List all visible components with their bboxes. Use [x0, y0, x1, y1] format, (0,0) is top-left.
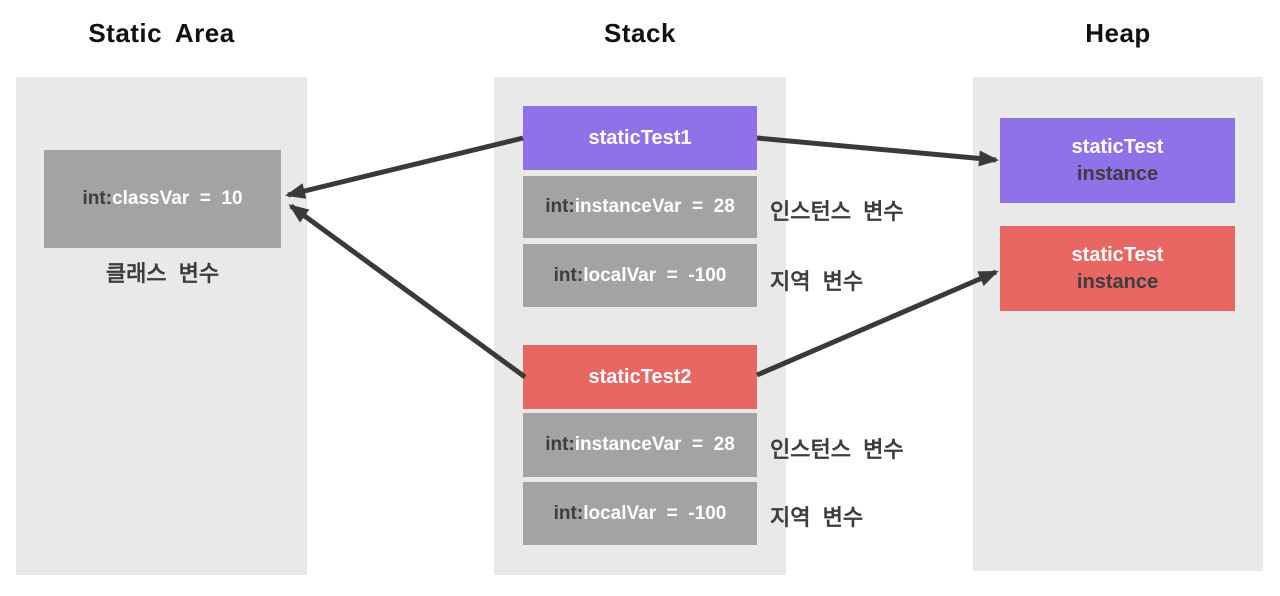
class-var-type: int:	[82, 188, 113, 209]
stack-frame-statictest1: staticTest1	[523, 106, 757, 170]
local-var-box-1: int:localVar = -100	[523, 244, 757, 307]
arrow-statictest1-to-classvar	[285, 135, 524, 199]
static-area-title: Static Area	[88, 18, 235, 48]
instance-var-label-2: 인스턴스 변수	[770, 437, 904, 462]
local-var-1-value: localVar = -100	[583, 264, 727, 286]
class-var-box: int:classVar = 10	[44, 150, 281, 248]
instance-var-1-value: instanceVar = 28	[574, 196, 735, 217]
class-var-caption: 클래스 변수	[105, 261, 220, 286]
heap-object-purple-class: staticTest	[1071, 135, 1164, 158]
arrow-statictest2-to-classvar	[288, 203, 527, 380]
heap-object-red-instance: instance	[1076, 270, 1159, 293]
heap-object-red-class: staticTest	[1071, 243, 1164, 266]
instance-var-label-1: 인스턴스 변수	[770, 199, 904, 224]
instance-var-2-value: instanceVar = 28	[574, 434, 735, 455]
heap-title: Heap	[1085, 18, 1151, 48]
heap-object-purple-instance: instance	[1076, 162, 1159, 185]
local-var-label-2: 지역 변수	[770, 505, 864, 530]
stack-title: Stack	[604, 18, 676, 48]
local-var-label-1: 지역 변수	[770, 269, 864, 294]
instance-var-2-type: int:	[545, 434, 575, 455]
arrow-statictest1-to-heap-instance	[756, 135, 999, 167]
class-var-value: classVar = 10	[112, 188, 243, 209]
instance-var-1-type: int:	[545, 196, 575, 217]
stack-frame-statictest2: staticTest2	[523, 345, 757, 409]
instance-var-box-1: int:instanceVar = 28	[523, 176, 757, 238]
heap-object-purple: staticTest instance	[1000, 118, 1235, 203]
heap-object-red: staticTest instance	[1000, 226, 1235, 311]
instance-var-box-2: int:instanceVar = 28	[523, 413, 757, 477]
stack-frame-statictest1-label: staticTest1	[588, 126, 692, 149]
local-var-1-type: int:	[553, 264, 584, 286]
local-var-box-2: int:localVar = -100	[523, 482, 757, 545]
stack-frame-statictest2-label: staticTest2	[588, 365, 692, 388]
local-var-2-value: localVar = -100	[583, 502, 727, 524]
local-var-2-type: int:	[553, 502, 584, 524]
